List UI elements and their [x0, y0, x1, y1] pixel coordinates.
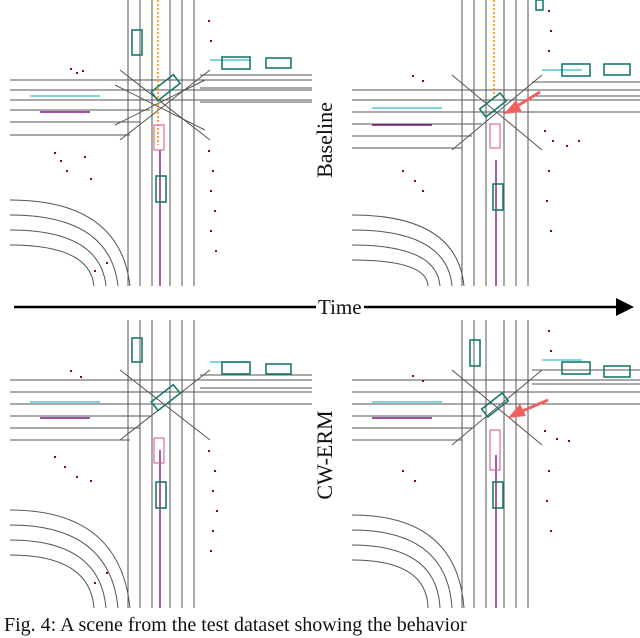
- lane-accents: [30, 361, 250, 608]
- highlight-arrow-icon: [504, 90, 541, 114]
- crosswalk-dots: [402, 10, 580, 232]
- time-axis-label: Time: [316, 295, 364, 320]
- lane-accents: [30, 59, 250, 286]
- road-lanes: [10, 0, 312, 286]
- ego-vehicle: [153, 437, 165, 464]
- lane-accents: [372, 69, 582, 286]
- scene-svg: [10, 0, 312, 286]
- agent-vehicles: [131, 29, 292, 203]
- row-label-cwerm: CW-ERM: [312, 410, 337, 500]
- agent-vehicles: [469, 339, 631, 509]
- row-label-baseline: Baseline: [312, 102, 337, 178]
- road-lanes: [352, 320, 640, 608]
- figure-caption: Fig. 4: A scene from the test dataset sh…: [4, 614, 467, 636]
- agent-vehicles: [478, 0, 631, 211]
- highlight-arrow-icon: [508, 398, 549, 418]
- scene-panel-baseline-t1: [352, 0, 640, 286]
- crosswalk-dots: [54, 20, 217, 272]
- crosswalk-dots: [54, 370, 218, 584]
- ego-vehicle: [489, 123, 501, 149]
- scene-svg: [10, 320, 312, 608]
- scene-panel-cwerm-t0: [10, 320, 312, 608]
- crosswalk-dots: [402, 330, 570, 532]
- scene-svg: [352, 320, 640, 608]
- scene-svg: [352, 0, 640, 286]
- scene-panel-baseline-t0: [10, 0, 312, 286]
- road-lanes: [352, 0, 640, 286]
- lane-accents: [372, 359, 582, 608]
- ego-vehicle: [153, 124, 165, 151]
- scene-panel-cwerm-t1: [352, 320, 640, 608]
- agent-vehicles: [131, 337, 292, 509]
- ego-vehicle: [489, 429, 501, 471]
